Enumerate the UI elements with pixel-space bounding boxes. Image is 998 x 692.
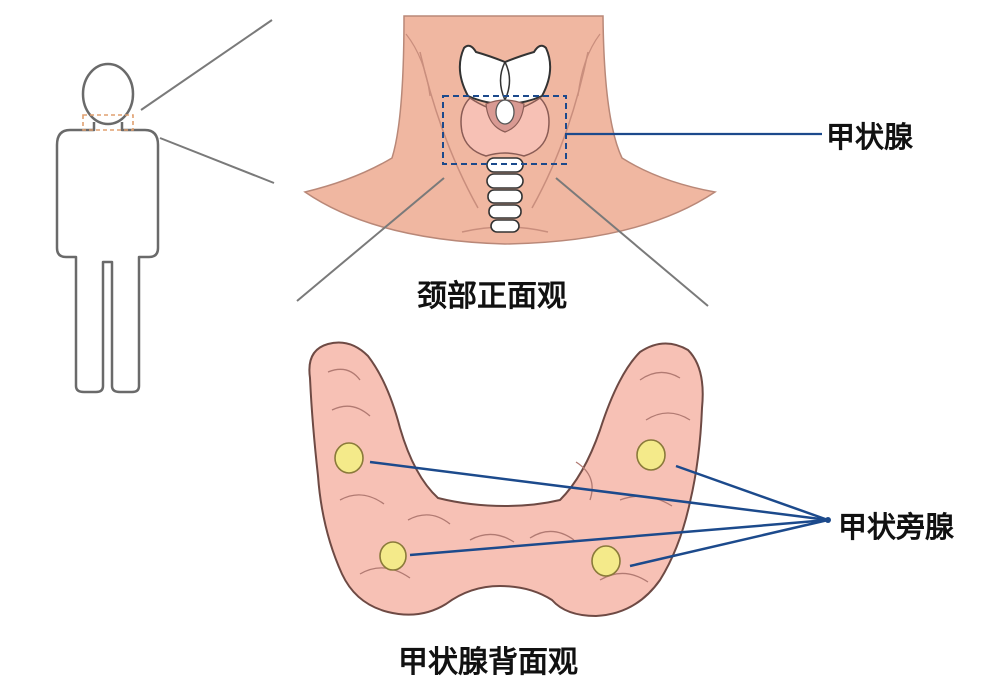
trachea-ring-2 — [486, 173, 524, 189]
parathyroid-label: 甲状旁腺 — [838, 510, 955, 544]
lobule-curve-3 — [339, 494, 385, 505]
front-view-caption: 颈部正面观 — [417, 279, 567, 314]
leader-line-lower-right — [629, 518, 829, 568]
neck-front-view — [303, 15, 717, 245]
human-silhouette — [55, 62, 160, 394]
zoom-line-upper — [140, 19, 273, 111]
trachea-ring-5 — [490, 219, 520, 233]
zoom-line-back-right — [555, 177, 709, 307]
lobule-curve-6 — [469, 533, 515, 543]
thyroid-back-view — [308, 341, 704, 618]
neck-highlight-box — [82, 114, 134, 131]
leader-line-upper-left — [369, 460, 829, 522]
parathyroid-upper-right — [636, 439, 666, 471]
lobule-curve-7 — [529, 530, 575, 541]
silhouette-body — [55, 122, 160, 394]
trachea — [486, 157, 524, 233]
parathyroid-lower-right — [591, 545, 621, 577]
back-view-zoom-lines — [296, 177, 709, 307]
lobule-curve-10 — [645, 412, 691, 421]
lobule-curve-4 — [359, 567, 411, 579]
parathyroid-leader-lines — [369, 460, 829, 568]
back-view-caption: 甲状腺背面观 — [398, 645, 578, 680]
thyroid-cartilage — [458, 44, 552, 106]
thyroid-highlight-box — [442, 95, 567, 165]
neck-fold-right — [577, 33, 601, 97]
cricoid-ring — [495, 99, 515, 125]
trachea-ring-4 — [488, 204, 522, 219]
leader-line-upper-right — [675, 464, 829, 522]
zoom-lines — [140, 19, 275, 184]
parathyroid-upper-left — [334, 442, 364, 474]
silhouette-head — [81, 62, 135, 126]
lobule-curve-12 — [575, 461, 593, 501]
neck-fold-left — [405, 33, 431, 97]
thyroid-label: 甲状腺 — [826, 120, 914, 154]
zoom-line-lower — [159, 137, 275, 184]
trachea-ring-3 — [487, 189, 523, 204]
zoom-line-back-left — [296, 177, 445, 302]
neck-muscle-right — [531, 51, 589, 209]
lobule-curve-5 — [407, 514, 451, 525]
lobule-curve-1 — [327, 368, 361, 381]
leader-convergence-dot — [825, 517, 831, 523]
leader-line-lower-left — [409, 518, 829, 557]
lobule-curve-9 — [639, 371, 681, 381]
lobule-curve-2 — [331, 405, 371, 417]
lobule-curve-8 — [599, 572, 649, 583]
parathyroid-glands — [334, 439, 666, 577]
parathyroid-lower-left — [379, 541, 407, 571]
